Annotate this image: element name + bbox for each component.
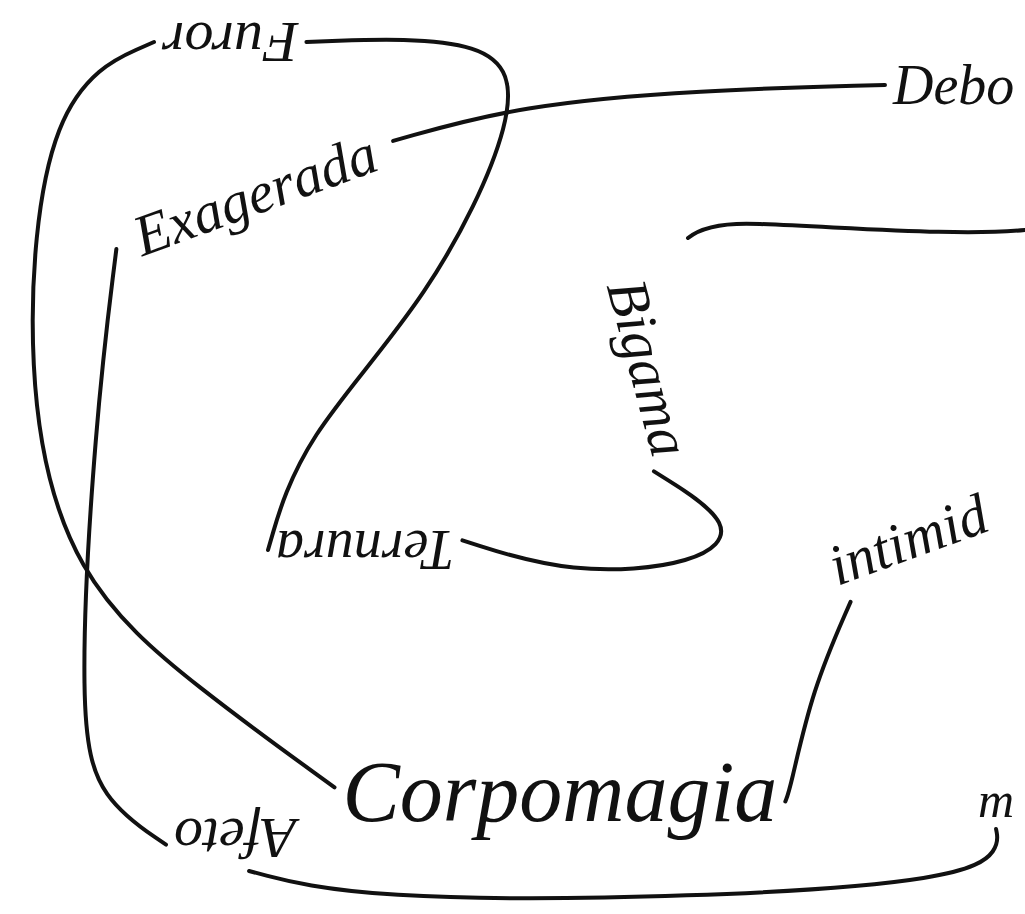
word-node: intimid <box>812 478 1004 602</box>
word-text: Bigama <box>597 273 700 462</box>
word-node: Debo <box>885 53 1022 117</box>
word-node: Bigama <box>591 265 706 472</box>
word-text: Furor <box>162 13 298 71</box>
word-text: Exagerada <box>125 124 384 266</box>
connector-line <box>462 471 721 569</box>
word-text: intimid <box>821 485 995 596</box>
word-node: m <box>970 771 1022 829</box>
word-node: Corpomagia <box>335 745 786 839</box>
word-node: Furor <box>154 9 306 75</box>
word-text: Corpomagia <box>343 749 778 835</box>
word-node: Ternura <box>268 518 462 582</box>
connector-line <box>84 249 166 845</box>
connector-line <box>785 602 850 802</box>
word-text: Ternura <box>276 522 454 578</box>
word-text: Afeto <box>174 809 296 867</box>
connector-line <box>268 40 508 550</box>
word-text: Debo <box>893 57 1014 113</box>
word-node: Exagerada <box>116 118 393 273</box>
connector-line <box>393 85 885 141</box>
word-text: m <box>978 775 1014 825</box>
word-node: Afeto <box>166 805 304 871</box>
connector-line <box>249 829 997 898</box>
loose-line <box>688 224 1025 238</box>
